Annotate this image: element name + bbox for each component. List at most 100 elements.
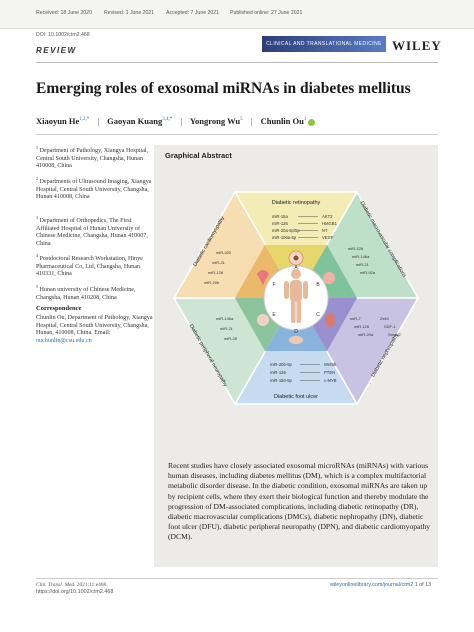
journal-badge[interactable]: CLINICAL AND TRANSLATIONAL MEDICINE xyxy=(262,36,386,52)
center-letter: F xyxy=(272,282,275,288)
citation-volume: 2021;11:e468. xyxy=(76,582,108,588)
mirna-label: miR-21 xyxy=(212,260,226,265)
author-affil-sup: 3,4,* xyxy=(162,117,173,123)
correspondence-text: Chunlin Ou, Department of Pathology, Xia… xyxy=(36,315,153,337)
mirna-label: miR-29b xyxy=(204,280,220,285)
affiliation-text: Departments of Ultrasound Imaging, Xiang… xyxy=(36,179,152,201)
mirna-label: miR-28 xyxy=(224,336,238,341)
mirna-label: miR-21 xyxy=(220,326,234,331)
correspondence-body: Chunlin Ou, Department of Pathology, Xia… xyxy=(36,315,156,345)
revised-date: Revised: 1 June 2021 xyxy=(104,10,155,16)
publisher-logo[interactable]: WILEY xyxy=(392,38,442,53)
segment-label-foot-ulcer: Diabetic foot ulcer xyxy=(274,394,318,400)
mirna-label: miR-150-5p xyxy=(270,378,293,383)
target-label: Zeb1 xyxy=(380,316,390,321)
journal-site-link[interactable]: wileyonlinelibrary.com/journal/ctm2 1 of… xyxy=(330,582,431,588)
foot-icon xyxy=(289,336,303,344)
target-label: SDF-1 xyxy=(384,324,396,329)
heart-icon xyxy=(257,270,269,286)
author-name[interactable]: Chunlin Ou xyxy=(260,116,304,126)
target-label: VEGF xyxy=(322,235,334,240)
mirna-label: miR-20a xyxy=(358,332,374,337)
article-header-bar xyxy=(0,0,474,29)
kidney-icon xyxy=(325,313,335,327)
affiliation-text: Department of Orthopedics, The First Aff… xyxy=(36,218,148,247)
pupil-icon xyxy=(293,255,299,261)
doi-url[interactable]: https://doi.org/10.1002/ctm2.468 xyxy=(36,589,114,595)
mirna-label: miR-20a-5p/5p xyxy=(272,228,300,233)
divider xyxy=(36,578,438,579)
mirna-label: miR-126 xyxy=(270,370,286,375)
author-affil-sup: 5 xyxy=(240,117,243,123)
section-label: REVIEW xyxy=(36,46,77,55)
graphical-abstract-heading: Graphical Abstract xyxy=(165,151,232,160)
article-title: Emerging roles of exosomal miRNAs in dia… xyxy=(36,80,411,97)
center-letter: C xyxy=(316,312,320,318)
affiliation: 2 Departments of Ultrasound Imaging, Xia… xyxy=(36,175,156,202)
graphical-abstract-figure: A B C D E F Diabetic retinopathy Diabeti… xyxy=(172,190,420,406)
mirna-label: miR-146a xyxy=(352,254,370,259)
affiliation-text: Department of Pathology, Xiangya Hospita… xyxy=(36,148,149,170)
affiliation: 3 Department of Orthopedics, The First A… xyxy=(36,214,156,248)
divider xyxy=(36,134,438,135)
email-link[interactable]: ouchunlin@csu.edu.cn xyxy=(36,337,92,344)
author-list: Xiaoyun He1,2,* | Gaoyan Kuang3,4,* | Yo… xyxy=(36,116,316,126)
author-name[interactable]: Gaoyan Kuang xyxy=(107,116,163,126)
nephro-mirna-list: miR-7 miR-126 miR-20a Zeb1 SDF-1 Smad2 xyxy=(350,316,401,337)
citation: Clin. Transl. Med. 2021;11:e468. xyxy=(36,582,108,588)
doi[interactable]: DOI: 10.1002/ctm2.468 xyxy=(36,32,90,38)
correspondence-heading: Correspondence xyxy=(36,305,82,312)
journal-abbrev: Clin. Transl. Med. xyxy=(36,582,76,588)
target-label: c-MYB xyxy=(324,378,337,383)
author-affil-sup: 1,2,* xyxy=(79,117,90,123)
affiliation-sup: 4 xyxy=(36,253,38,258)
retinopathy-mirna-list: miR-15a miR-126 miR-20a-5p/5p miR-106a-5… xyxy=(272,214,338,240)
accepted-date: Accepted: 7 June 2021 xyxy=(166,10,220,16)
mirna-label: miR-106a-5p xyxy=(272,235,297,240)
affiliation-sup: 3 xyxy=(36,215,38,220)
mirna-label: miR-92a xyxy=(360,270,376,275)
received-date: Received: 18 June 2020 xyxy=(36,10,92,16)
author-name[interactable]: Xiaoyun He xyxy=(36,116,80,126)
affiliation-text: Postdoctoral Research Workstation, Hinye… xyxy=(36,256,143,278)
neuron-icon xyxy=(257,314,269,326)
divider xyxy=(36,62,438,63)
affiliation: 4 Postdoctoral Research Workstation, Hin… xyxy=(36,252,156,279)
foot-arrows xyxy=(300,364,320,381)
mirna-label: miR-21 xyxy=(356,262,370,267)
author-affil-sup: 1 xyxy=(303,117,307,123)
mirna-label: miR-126 xyxy=(354,324,370,329)
mirna-label: miR-320 xyxy=(216,250,232,255)
mirna-label: miR-126 xyxy=(272,221,288,226)
neuro-mirna-list: miR-146a miR-21 miR-28 xyxy=(216,316,238,341)
center-letter: E xyxy=(272,312,276,318)
mirna-label: miR-126 xyxy=(348,246,364,251)
target-label: Wnt9b xyxy=(324,362,337,367)
published-date: Published online: 27 June 2021 xyxy=(230,10,303,16)
macro-mirna-list: miR-126 miR-146a miR-21 miR-92a xyxy=(348,246,376,275)
target-label: Smad2 xyxy=(388,332,401,337)
mirna-label: miR-146a xyxy=(216,316,234,321)
author-separator: | xyxy=(250,116,253,126)
email-label: Email: xyxy=(94,330,111,337)
orcid-icon[interactable] xyxy=(308,118,316,126)
human-body-icon xyxy=(284,269,308,323)
author-separator: | xyxy=(180,116,183,126)
center-letter: A xyxy=(294,265,298,271)
segment-label-retinopathy: Diabetic retinopathy xyxy=(272,200,321,206)
affiliation-sup: 5 xyxy=(36,284,38,289)
site-url[interactable]: wileyonlinelibrary.com/journal/ctm2 xyxy=(330,582,414,588)
page-number: 1 of 13 xyxy=(414,582,432,588)
target-label: HMGB1 xyxy=(322,221,338,226)
affiliation-text: Hunan university of Chinese Medicine, Ch… xyxy=(36,287,136,301)
cardio-mirna-list: miR-320 miR-21 miR-126 miR-29b xyxy=(204,250,232,285)
author-separator: | xyxy=(97,116,100,126)
target-label: NT xyxy=(322,228,328,233)
mirna-label: miR-7 xyxy=(350,316,361,321)
target-label: PTEN xyxy=(324,370,335,375)
retinopathy-arrows xyxy=(298,216,318,238)
affiliation: 1 Department of Pathology, Xiangya Hospi… xyxy=(36,144,156,171)
author-name[interactable]: Yongrong Wu xyxy=(189,116,241,126)
mirna-label: miR-126 xyxy=(208,270,224,275)
mirna-label: miR-15a xyxy=(272,214,288,219)
